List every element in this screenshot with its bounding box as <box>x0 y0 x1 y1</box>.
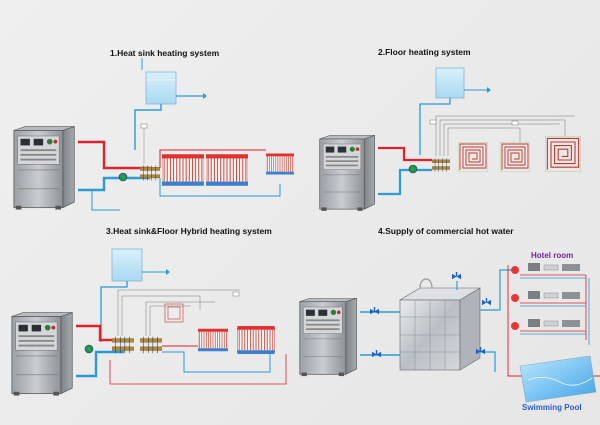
radiator-2 <box>206 154 248 186</box>
expansion-tank-3 <box>111 248 143 282</box>
tank-feed-pipe <box>134 104 162 150</box>
floor-coil-2 <box>500 142 530 172</box>
radiator-1 <box>162 154 204 186</box>
valve-top <box>452 272 461 280</box>
room-floor-2 <box>511 291 586 307</box>
valve-outlet-high <box>482 298 491 306</box>
boiler-unit <box>13 126 75 211</box>
manifold-hybrid-1 <box>112 336 134 354</box>
panel-heat-sink-heating: 1.Heat sink heating system <box>13 48 294 211</box>
distribution-manifold-2 <box>432 157 450 173</box>
hot-water-storage-tank <box>398 278 482 371</box>
circulation-pump <box>118 172 128 182</box>
hot-supply-pipe <box>78 140 150 170</box>
radiator-3 <box>266 152 294 176</box>
hotel-room-label: Hotel room <box>531 251 573 260</box>
hotel-room-floors <box>511 263 590 345</box>
valve-inlet-1 <box>370 307 379 315</box>
radiator-hybrid-1 <box>198 328 228 352</box>
room-floor-3 <box>511 319 586 335</box>
boiler-unit-2 <box>319 134 376 212</box>
floor-coil-1 <box>458 142 488 172</box>
swimming-pool-label: Swimming Pool <box>522 403 582 412</box>
room-floor-1 <box>511 263 586 279</box>
panel-hybrid-heating: 3.Heat sink&Floor Hybrid heating system <box>11 226 287 397</box>
panel-1-title: 1.Heat sink heating system <box>110 48 220 58</box>
panel-hot-water-supply: 4.Supply of commercial hot water <box>299 226 600 412</box>
circulation-pump-2 <box>408 164 418 174</box>
floor-coil-3 <box>545 136 581 172</box>
valve-inlet-2 <box>372 350 381 358</box>
gauge-tag <box>140 123 148 129</box>
radiator-hybrid-2 <box>236 326 276 354</box>
swimming-pool <box>519 355 597 403</box>
floor-loops-hybrid <box>164 303 184 323</box>
panel-2-title: 2.Floor heating system <box>378 47 471 57</box>
boiler-unit-3 <box>11 312 73 397</box>
cold-return-pipe <box>78 176 150 192</box>
circulation-pump-3 <box>84 344 94 354</box>
expansion-tank <box>145 71 177 105</box>
expansion-tank-2 <box>435 67 465 99</box>
boiler-unit-4 <box>299 298 357 377</box>
panel-4-title: 4.Supply of commercial hot water <box>378 226 514 236</box>
panel-floor-heating: 2.Floor heating system <box>319 47 581 212</box>
panel-3-title: 3.Heat sink&Floor Hybrid heating system <box>106 226 272 236</box>
manifold-hybrid-2 <box>140 336 162 354</box>
